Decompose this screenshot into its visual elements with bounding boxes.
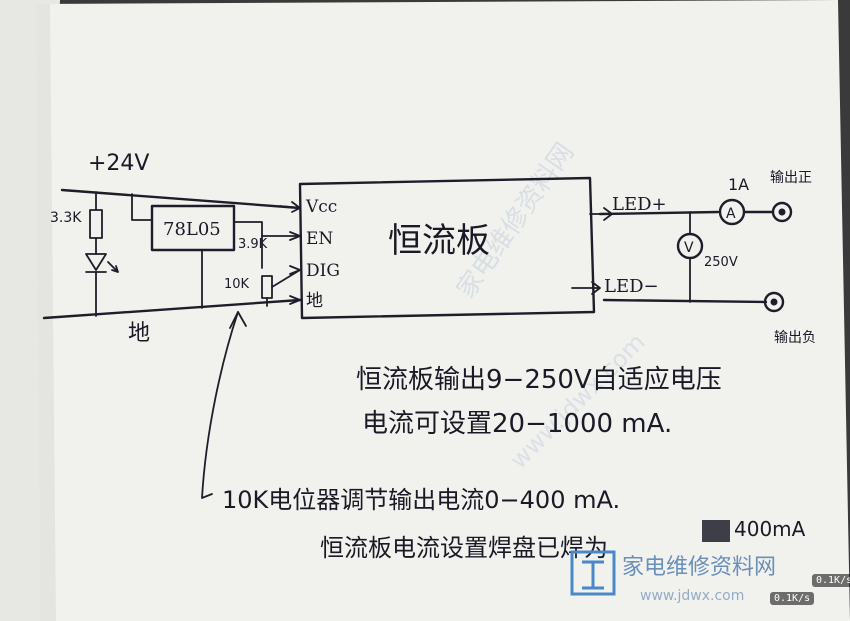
speed-indicator-bottom: 0.1K/s: [770, 592, 815, 605]
pointer-arrow-head-icon: [229, 311, 247, 329]
series-resistor-label: 3.3K: [50, 210, 82, 226]
terminal-positive-label: 输出正: [770, 170, 812, 186]
output-negative-label: LED−: [604, 276, 659, 297]
pin-ground-label: 地: [306, 291, 323, 311]
ground-label: 地: [128, 321, 150, 346]
logo-box-icon: [570, 550, 616, 596]
regulator-box: [150, 204, 236, 252]
terminal-positive-icon: [771, 201, 793, 223]
supply-voltage-label: +24V: [88, 151, 149, 176]
vcc-arrow-icon: [279, 201, 301, 213]
output-positive-label: LED+: [612, 194, 667, 215]
regulator-label: 78L05: [163, 219, 221, 240]
dig-arrow-icon: [289, 265, 301, 275]
voltmeter-value-label: 250V: [704, 255, 738, 270]
led-diode-icon: [85, 253, 107, 271]
terminal-negative-core: [770, 298, 778, 306]
note-pad-setting: 恒流板电流设置焊盘已焊为: [320, 534, 608, 562]
ground-arrow-icon: [289, 295, 301, 305]
pin-dig-label: DIG: [306, 261, 340, 281]
note-current-range: 电流可设置20−1000 mA.: [362, 409, 672, 439]
ground-rail-wire: [42, 298, 302, 320]
scribble-blot: [702, 520, 730, 542]
ammeter-value-label: 1A: [728, 175, 749, 194]
output-negative-wire: [602, 298, 768, 304]
voltmeter-symbol: V: [684, 240, 694, 256]
paper-sheet: [36, 0, 850, 621]
regulator-input-wire: [131, 193, 153, 221]
site-name-watermark: 家电维修资料网: [622, 555, 776, 580]
speed-indicator-top: 0.1K/s: [812, 574, 850, 587]
terminal-negative-label: 输出负: [774, 330, 816, 346]
note-output-voltage: 恒流板输出9−250V自适应电压: [356, 365, 722, 395]
regulator-output-wire: [233, 221, 263, 269]
pullup-resistor-label: 3.9K: [238, 237, 268, 252]
constant-current-board: [298, 176, 596, 320]
note-potentiometer: 10K电位器调节输出电流0−400 mA.: [222, 486, 620, 514]
note-pad-value: 400mA: [734, 517, 806, 541]
site-url-watermark: www.jdwx.com: [640, 588, 744, 604]
logo-glyph-icon: [582, 560, 604, 590]
en-arrow-icon: [289, 231, 301, 241]
terminal-negative-icon: [763, 291, 785, 313]
terminal-positive-core: [778, 208, 786, 216]
ammeter-symbol: A: [726, 206, 736, 222]
pin-vcc-label: Vcc: [305, 197, 337, 217]
potentiometer-label: 10K: [224, 277, 250, 292]
output-positive-wire: [598, 210, 720, 216]
led-emission-arrow-icon: [107, 261, 119, 273]
supply-rail-wire: [60, 188, 302, 210]
pin-en-label: EN: [306, 229, 333, 249]
pointer-arrow-icon: [201, 311, 239, 499]
site-logo: [570, 550, 616, 596]
paper-shadow: [36, 4, 56, 621]
led-minus-arrow-icon: [571, 281, 601, 295]
board-name-label: 恒流板: [388, 221, 490, 261]
